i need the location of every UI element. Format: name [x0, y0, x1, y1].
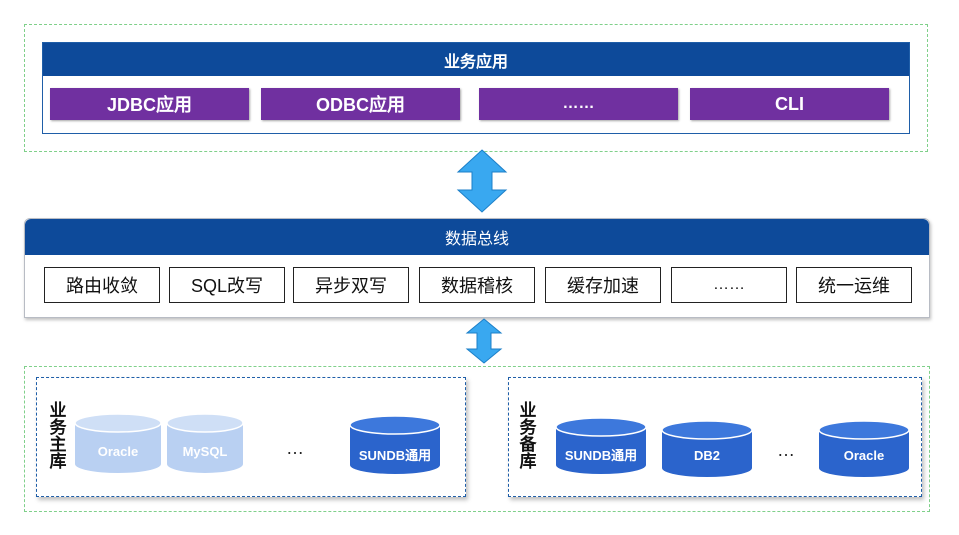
- primary-db-ellipsis: …: [286, 438, 304, 458]
- data-bus-title: 数据总线: [25, 219, 929, 255]
- cli-app-box: CLI: [690, 88, 889, 120]
- db-name: MySQL: [182, 444, 228, 459]
- db-layer-container: [24, 366, 930, 512]
- backup-db-label: 业 务 备 库: [519, 401, 537, 471]
- database-icon: [74, 413, 162, 473]
- database-icon: [555, 417, 647, 474]
- db-name: SUNDB通用: [358, 448, 432, 463]
- bus-item-sql-rewrite: SQL改写: [169, 267, 285, 303]
- app-layer-title: 业务应用: [43, 43, 909, 76]
- db-cylinder-sundb: SUNDB通用: [555, 417, 647, 475]
- db-name: DB2: [693, 448, 720, 463]
- app-layer-container: [24, 24, 928, 152]
- bus-item-ops: 统一运维: [796, 267, 912, 303]
- db-cylinder-db2: DB2: [661, 420, 753, 478]
- backup-db-ellipsis: …: [777, 440, 795, 460]
- bus-item-more: ……: [671, 267, 787, 303]
- primary-db-label: 业 务 主 库: [49, 401, 67, 471]
- database-icon: [661, 420, 753, 477]
- db-cylinder-oracle: Oracle: [818, 420, 910, 478]
- db-name: Oracle: [97, 444, 139, 459]
- bus-item-routing: 路由收敛: [44, 267, 160, 303]
- double-arrow-icon: [456, 149, 508, 213]
- db-name: Oracle: [843, 448, 885, 463]
- double-arrow-icon: [465, 318, 503, 364]
- odbc-app-box: ODBC应用: [261, 88, 460, 120]
- jdbc-app-box: JDBC应用: [50, 88, 249, 120]
- bus-item-cache: 缓存加速: [545, 267, 661, 303]
- db-cylinder-sundb: SUNDB通用: [349, 415, 441, 475]
- database-icon: [166, 413, 244, 473]
- db-name: SUNDB通用: [564, 448, 638, 463]
- database-icon: [349, 415, 441, 474]
- db-cylinder-mysql: MySQL: [166, 413, 244, 475]
- database-icon: [818, 420, 910, 477]
- more-apps-box: ……: [479, 88, 678, 120]
- db-cylinder-oracle: Oracle: [74, 413, 162, 475]
- bus-item-async-write: 异步双写: [293, 267, 409, 303]
- bus-item-data-audit: 数据稽核: [419, 267, 535, 303]
